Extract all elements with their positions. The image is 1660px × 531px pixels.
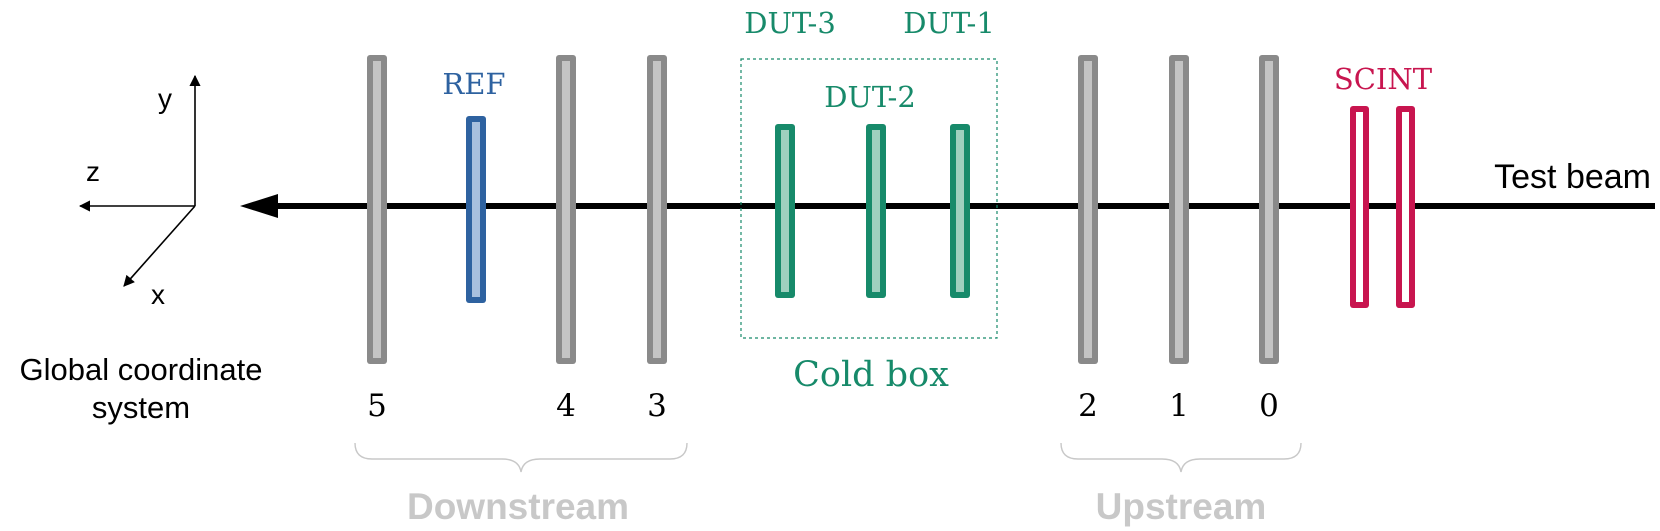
coordinate-caption-line1: Global coordinate: [20, 352, 263, 387]
x-axis-label: x: [151, 279, 165, 310]
downstream-label: Downstream: [407, 486, 629, 527]
coordinate-caption-line2: system: [92, 390, 190, 425]
scintillator-2: [1396, 106, 1415, 308]
cold-box-label: Cold box: [793, 355, 949, 395]
telescope-plane-4: [556, 55, 576, 364]
dut-3-label: DUT-3: [744, 6, 836, 40]
beam-label: Test beam: [1494, 158, 1651, 196]
telescope-plane-3: [647, 55, 667, 364]
beam-arrowhead: [240, 194, 278, 218]
reference-label: REF: [442, 67, 505, 101]
coordinate-system: y z x Global coordinate system: [20, 74, 263, 425]
dut-1-plane: [950, 124, 970, 298]
z-axis-label: z: [86, 156, 100, 187]
scintillators: [1350, 106, 1415, 308]
plane-number-1: 1: [1169, 388, 1189, 424]
upstream-brace: [1060, 442, 1302, 473]
x-axis: [123, 205, 196, 287]
dut-2-plane: [866, 124, 886, 298]
downstream-brace: [354, 442, 688, 473]
dut-2-label: DUT-2: [824, 80, 916, 114]
plane-number-0: 0: [1259, 388, 1279, 424]
reference-plane: [466, 116, 486, 303]
scintillator-1: [1350, 106, 1369, 308]
scintillator-label: SCINT: [1334, 62, 1433, 96]
plane-number-2: 2: [1078, 388, 1098, 424]
plane-number-3: 3: [647, 388, 667, 424]
telescope-plane-2: [1078, 55, 1098, 364]
telescope-planes: [367, 55, 1279, 364]
telescope-plane-5: [367, 55, 387, 364]
telescope-plane-1: [1169, 55, 1189, 364]
dut-1-label: DUT-1: [903, 6, 995, 40]
telescope-plane-0: [1259, 55, 1279, 364]
upstream-label: Upstream: [1096, 486, 1267, 527]
y-axis-label: y: [158, 83, 172, 114]
cold-box: [740, 58, 998, 339]
plane-number-4: 4: [556, 388, 576, 424]
dut-planes: [775, 124, 970, 298]
beam: Test beam: [240, 158, 1655, 218]
dut-3-plane: [775, 124, 795, 298]
plane-number-5: 5: [367, 388, 387, 424]
plane-numbers: 5 4 3 2 1 0: [367, 388, 1279, 424]
